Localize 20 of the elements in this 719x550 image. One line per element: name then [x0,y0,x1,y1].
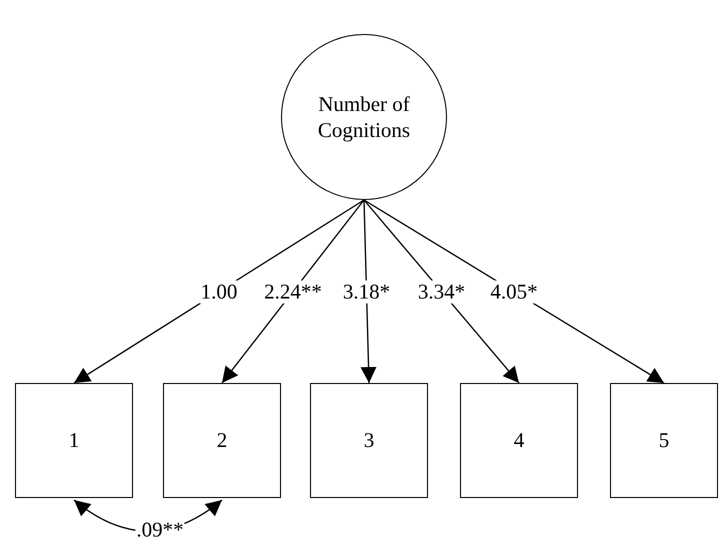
edge-label: 2.24** [263,280,323,304]
node-label: 5 [658,427,670,454]
node-label: 1 [68,427,80,454]
arrow [221,200,365,384]
edge-label: 3.34* [416,280,466,304]
node-label: Number of Cognitions [316,90,412,144]
edge-label: 1.00 [200,280,238,304]
indicator-box [15,383,133,498]
indicator-box [310,383,428,498]
node-label: 2 [216,427,228,454]
arrow [364,200,520,384]
node-label: 3 [362,427,376,454]
arrow [74,199,364,384]
indicator-box [163,383,281,498]
indicator-box [610,383,718,498]
edge-label: 3.18* [342,280,392,304]
indicator-box [460,383,578,498]
edge-label: 4.05* [489,280,539,304]
arrow [360,200,377,384]
node-label: 4 [512,427,526,454]
